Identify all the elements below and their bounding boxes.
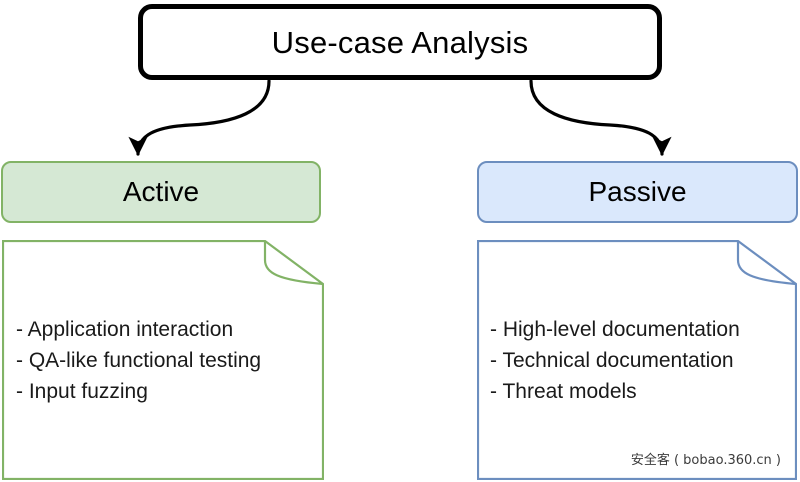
category-node-passive[interactable]: Passive: [477, 161, 798, 223]
edge-root-to-active: [128, 79, 271, 156]
note-shape-active: [2, 240, 324, 480]
list-item: - Input fuzzing: [16, 379, 148, 403]
edge-root-to-passive: [529, 79, 672, 156]
note-card-passive[interactable]: - High-level documentation - Technical d…: [477, 240, 797, 480]
category-node-label: Passive: [588, 176, 687, 207]
note-content-passive: - High-level documentation - Technical d…: [477, 240, 797, 480]
category-node-label: Active: [122, 176, 200, 207]
list-item: - Application interaction: [16, 317, 234, 341]
category-node-active[interactable]: Active: [1, 161, 321, 223]
note-list-passive: - High-level documentation - Technical d…: [477, 314, 797, 407]
note-card-active[interactable]: - Application interaction - QA-like func…: [2, 240, 324, 480]
note-list-active: - Application interaction - QA-like func…: [2, 314, 324, 407]
list-item: - QA-like functional testing: [16, 348, 262, 372]
list-item: - Threat models: [490, 379, 637, 403]
list-item: - Technical documentation: [490, 348, 734, 372]
root-node-use-case-analysis[interactable]: Use-case Analysis: [138, 4, 662, 80]
watermark-text: 安全客 ( bobao.360.cn ): [630, 453, 781, 468]
note-shape-passive: [477, 240, 797, 480]
note-content-active: - Application interaction - QA-like func…: [2, 240, 324, 480]
list-item: - High-level documentation: [490, 317, 740, 341]
root-node-label: Use-case Analysis: [271, 24, 529, 60]
